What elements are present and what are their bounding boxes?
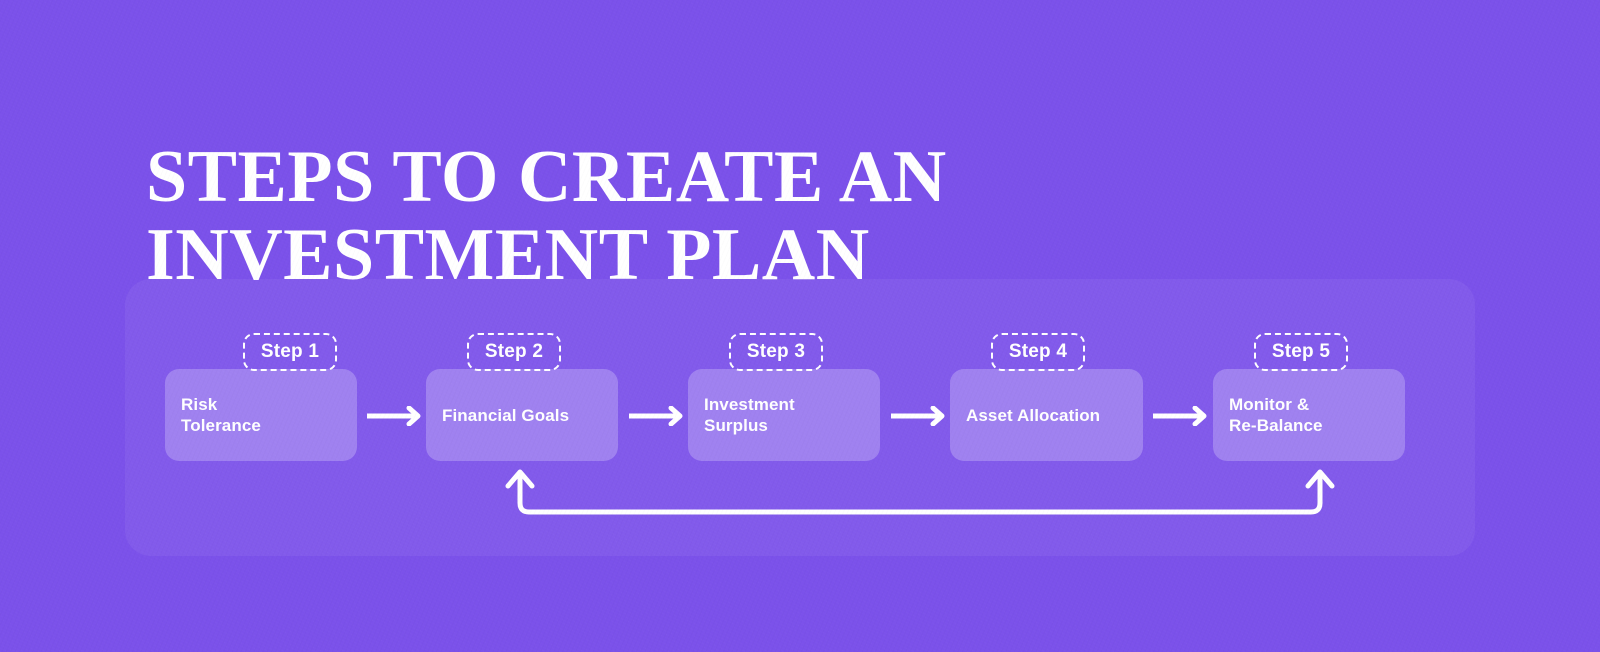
step-label-5: Monitor & Re-Balance (1229, 395, 1323, 435)
arrow-right-icon (367, 406, 421, 426)
step-badge-4: Step 4 (991, 333, 1085, 371)
step-label-4: Asset Allocation (966, 405, 1101, 425)
connector-arrow-2 (629, 406, 685, 426)
connector-arrow-3 (891, 406, 947, 426)
step-label-1: Risk Tolerance (181, 395, 261, 435)
step-badge-1: Step 1 (243, 333, 337, 371)
step-box-3[interactable]: Investment Surplus (688, 369, 880, 461)
step-box-5[interactable]: Monitor & Re-Balance (1213, 369, 1405, 461)
step-box-1[interactable]: Risk Tolerance (165, 369, 357, 461)
page-title: Steps to create an investment plan (146, 135, 947, 296)
step-card-5[interactable]: Monitor & Re-Balance Step 5 (1213, 333, 1405, 461)
arrow-right-icon (891, 406, 945, 426)
arrow-right-icon (1153, 406, 1207, 426)
step-badge-2: Step 2 (467, 333, 561, 371)
connector-arrow-1 (367, 406, 423, 426)
step-card-4[interactable]: Asset Allocation Step 4 (950, 333, 1143, 461)
step-card-3[interactable]: Investment Surplus Step 3 (688, 333, 880, 461)
step-box-4[interactable]: Asset Allocation (950, 369, 1143, 461)
step-label-3: Investment Surplus (704, 395, 795, 435)
step-label-2: Financial Goals (442, 405, 570, 425)
step-badge-5: Step 5 (1254, 333, 1348, 371)
connector-arrow-4 (1153, 406, 1209, 426)
step-card-1[interactable]: Risk Tolerance Step 1 (165, 333, 357, 461)
step-box-2[interactable]: Financial Goals (426, 369, 618, 461)
arrow-right-icon (629, 406, 683, 426)
steps-row: Risk Tolerance Step 1 Financial Goals St… (125, 279, 1475, 556)
step-badge-3: Step 3 (729, 333, 823, 371)
step-card-2[interactable]: Financial Goals Step 2 (426, 333, 618, 461)
